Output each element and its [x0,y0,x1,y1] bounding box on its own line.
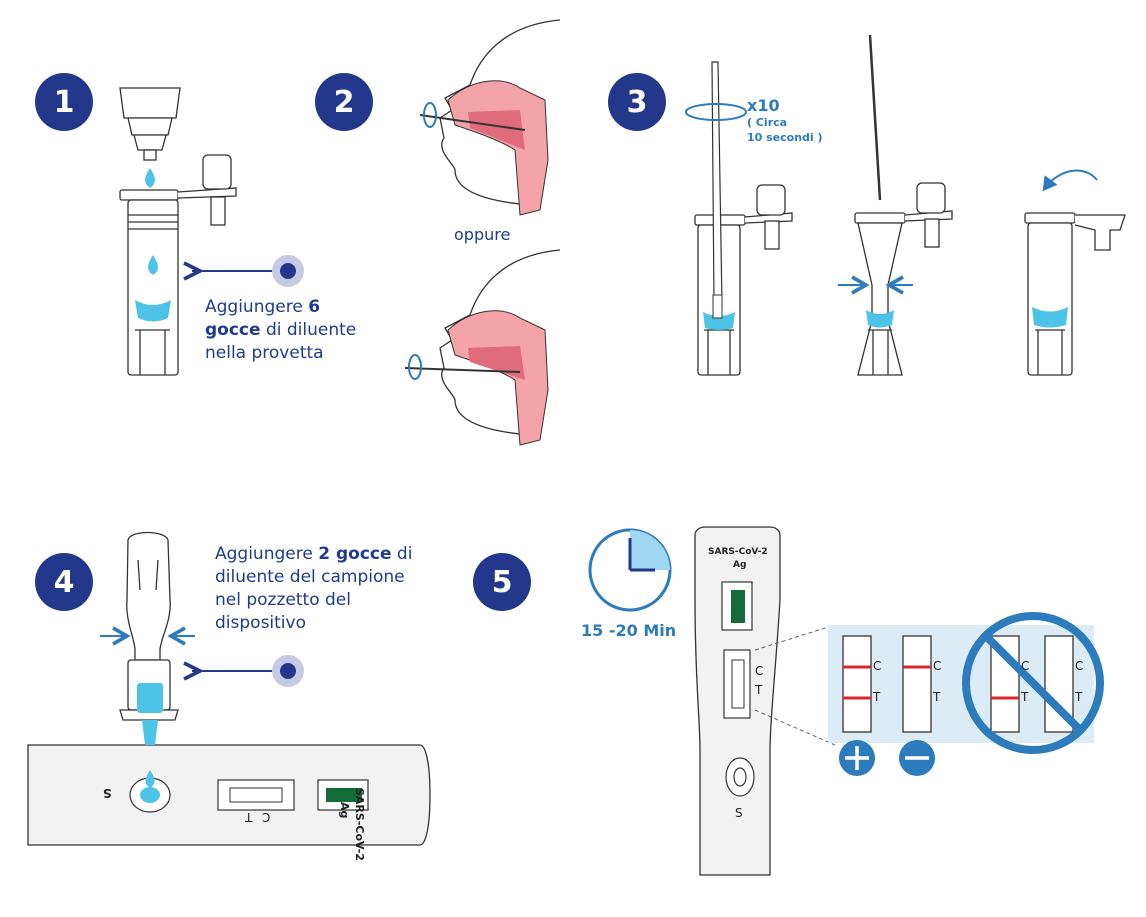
minus-icon [899,740,935,776]
step-number-1: 1 [35,73,93,131]
step1-instr-d: di diluente [260,320,357,340]
step4-device-type: Ag [338,802,351,819]
step1-drop [145,168,155,188]
step4-instr-e: nel pozzetto del [215,590,351,610]
step5-device-name: SARS-CoV-2 [708,547,768,557]
step1-instruction: Aggiungere 6 gocce di diluente nella pro… [205,296,405,365]
step4-device [27,744,431,846]
step3-duration-b: 10 secondi ) [747,131,823,144]
step-number-5: 5 [473,553,531,611]
step4-instr-d: diluente del campione [215,567,405,587]
step1-drop-icon [148,255,158,275]
step1-instr-c: gocce [205,320,261,340]
step1-instr-b: 6 [308,297,321,317]
result-4-test: T [1075,690,1083,704]
step-number-4: 4 [35,553,93,611]
step1-tube [119,154,237,376]
step2-alt-label: oppure [454,225,511,244]
result-2-control: C [933,659,942,673]
step4-instruction: Aggiungere 2 gocce di diluente del campi… [215,543,455,635]
step4-control-label: C [262,810,271,824]
result-1-control: C [873,659,882,673]
step4-instr-b: 2 gocce [318,544,392,564]
result-2-test: T [933,690,941,704]
step-number-2: 2 [315,73,373,131]
step-number-3: 3 [608,73,666,131]
result-4-control: C [1075,659,1084,673]
result-3-test: T [1021,690,1029,704]
step3-rotations: x10 [747,96,780,115]
result-1-test: T [873,690,881,704]
step5-device-type: Ag [733,560,747,570]
timer-icon [588,528,672,612]
step5-device [694,526,781,876]
step3-tube-squeeze [854,34,953,376]
step2-head-bottom [404,249,561,446]
result-3-control: C [1021,659,1030,673]
prohibited-icon [962,612,1104,754]
timer-label: 15 -20 Min [581,621,677,640]
step2-head-top [419,19,561,216]
result-strip-negative [902,635,932,733]
step1-instr-a: Aggiungere [205,297,309,317]
plus-icon [839,740,875,776]
step3-duration-a: ( Circa [747,116,788,129]
step4-instr-c: di [391,544,413,564]
step5-control-label: C [755,664,764,678]
step4-sample-label: S [103,786,112,800]
step4-instr-f: dispositivo [215,613,306,633]
step3-tube-swab [694,184,793,376]
step5-sample-label: S [735,806,743,820]
step4-device-name: SARS-CoV-2 [353,788,366,861]
result-strip-positive [842,635,872,733]
step1-bottle [119,87,181,161]
step1-instr-e: nella provetta [205,343,324,363]
step5-test-label: T [755,683,763,697]
step3-tube-closed [1024,212,1126,376]
step4-instr-a: Aggiungere [215,544,319,564]
step4-test-label: T [245,810,253,824]
